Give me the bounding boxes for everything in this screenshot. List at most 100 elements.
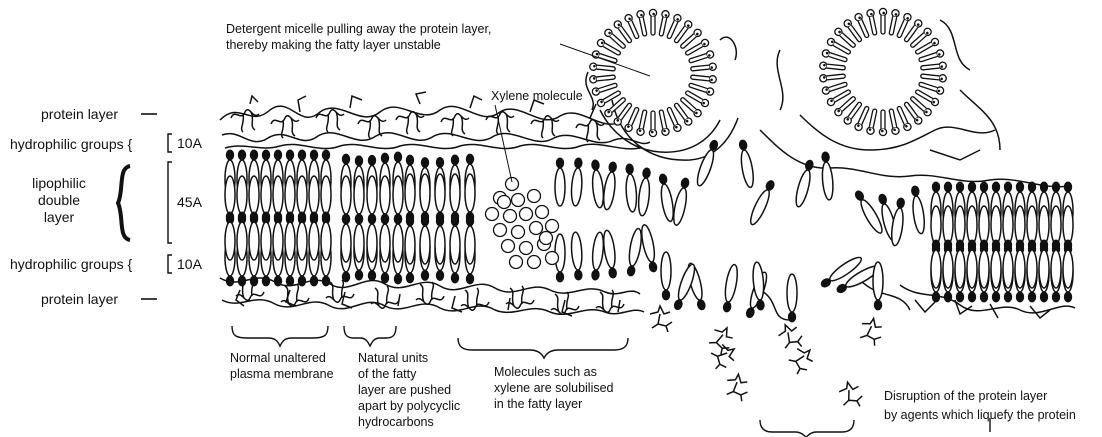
protein-fragment	[776, 321, 806, 353]
bracket-disruption	[760, 420, 854, 437]
caption-natural-units: Natural units of the fatty layer are pus…	[358, 350, 460, 430]
lipid-molecule	[367, 214, 377, 263]
lipid-molecule	[405, 174, 415, 223]
micelle-pointer	[560, 44, 650, 76]
lipid-molecule	[590, 232, 605, 281]
lipid-molecule	[602, 230, 619, 279]
protein-strand	[551, 292, 579, 314]
lipid-molecule	[450, 216, 460, 265]
lipid-molecule	[671, 177, 691, 227]
free-lipid	[820, 151, 834, 200]
micelle-lipid	[657, 109, 669, 136]
free-lipid	[787, 274, 797, 323]
micelle-lipid	[589, 73, 615, 83]
lipid-molecule	[465, 174, 475, 223]
lipid-molecule	[639, 224, 659, 274]
curly-brace-bottom: {	[124, 256, 133, 272]
lipid-molecule	[450, 174, 460, 223]
lipid-molecule	[555, 158, 565, 207]
lipid-molecule	[590, 159, 605, 208]
xylene-molecule	[512, 194, 525, 207]
lipid-molecule	[657, 173, 675, 222]
xylene-molecule	[512, 226, 525, 239]
thickness-top: 10A	[177, 135, 202, 152]
free-lipid	[873, 262, 883, 311]
protein-fragment	[707, 340, 741, 372]
protein-fragments	[650, 306, 885, 410]
xylene-molecule	[546, 220, 559, 233]
xylene-molecule	[486, 208, 499, 221]
xylene-molecule	[540, 232, 553, 245]
lipid-molecule	[1039, 240, 1049, 289]
free-lipid	[910, 185, 927, 234]
protein-strand	[506, 286, 534, 308]
micelle-lipid	[819, 72, 845, 82]
bracket-natural	[344, 326, 396, 346]
xylene-molecule	[504, 210, 517, 223]
lipid-molecule	[249, 212, 259, 261]
free-lipid	[793, 159, 815, 208]
protein-strand	[316, 110, 344, 132]
protein-fragment	[838, 380, 864, 409]
lipid-molecule	[225, 212, 235, 261]
lipid-molecule	[261, 212, 271, 261]
protein-fragment	[857, 316, 885, 347]
protein-squiggles-top	[231, 110, 604, 142]
caption-solubilised: Molecules such as xylene are solubilised…	[494, 364, 614, 412]
protein-strand	[486, 112, 514, 134]
xylene-molecule	[510, 256, 523, 269]
xylene-molecule	[528, 190, 541, 203]
micelle-lipid	[879, 110, 886, 136]
protein-fragment	[724, 372, 750, 401]
lipid-molecule	[354, 214, 364, 263]
curly-brace-top: {	[124, 136, 133, 152]
lipid-molecule	[602, 161, 619, 210]
hydrophilic-top-text: hydrophilic groups	[10, 136, 124, 152]
xylene-molecules	[486, 178, 559, 269]
lipid-molecule	[420, 174, 430, 223]
micelle-lipid	[649, 9, 656, 35]
lipid-molecule	[1027, 240, 1037, 289]
protein-fragment	[784, 343, 818, 377]
lipid-molecule	[979, 240, 989, 289]
protein-squiggles-bottom	[236, 278, 624, 314]
lipid-molecule	[420, 216, 430, 265]
xylene-molecule	[502, 240, 515, 253]
micelle-lipid	[819, 62, 845, 72]
micelle-lipid	[636, 109, 648, 136]
protein-strand	[441, 114, 469, 136]
lipid-molecule	[967, 240, 977, 289]
lipid-molecule	[991, 240, 1001, 289]
micelle-lipid	[879, 8, 886, 34]
protein-strand	[371, 286, 399, 308]
lipid-molecule	[1015, 240, 1025, 289]
protein-strand	[358, 116, 386, 138]
lipid-molecule	[931, 240, 941, 289]
free-lipid	[721, 264, 739, 313]
micelle-lipid	[690, 73, 716, 83]
lipid-molecule	[237, 212, 247, 261]
xylene-annotation: Xylene molecule	[491, 88, 583, 104]
free-lipid	[661, 252, 671, 301]
hydrophilic-groups-label-bottom: hydrophilic groups {	[10, 256, 132, 273]
micelle-lipid	[887, 108, 899, 135]
micelle-lipid	[690, 63, 716, 73]
protein-layer-label-top: protein layer	[41, 106, 118, 123]
micelle-lipid	[636, 10, 648, 37]
detergent-micelle-left	[589, 9, 716, 136]
lipid-molecule	[405, 216, 415, 265]
xylene-molecule	[536, 206, 549, 219]
lipid-molecule	[1003, 240, 1013, 289]
protein-layer-label-bottom: protein layer	[41, 291, 118, 308]
bracket-normal	[232, 326, 328, 346]
thickness-bottom: 10A	[177, 256, 202, 273]
protein-fragment	[650, 306, 672, 332]
lipid-molecule	[273, 212, 283, 261]
xylene-molecule	[494, 224, 507, 237]
lipid-molecule	[341, 214, 351, 263]
bracket-solubilised	[458, 338, 628, 358]
hydrophilic-groups-label-top: hydrophilic groups {	[10, 136, 132, 153]
lipid-molecule	[309, 212, 319, 261]
xylene-molecule	[530, 222, 543, 235]
lipid-molecule	[570, 157, 583, 206]
